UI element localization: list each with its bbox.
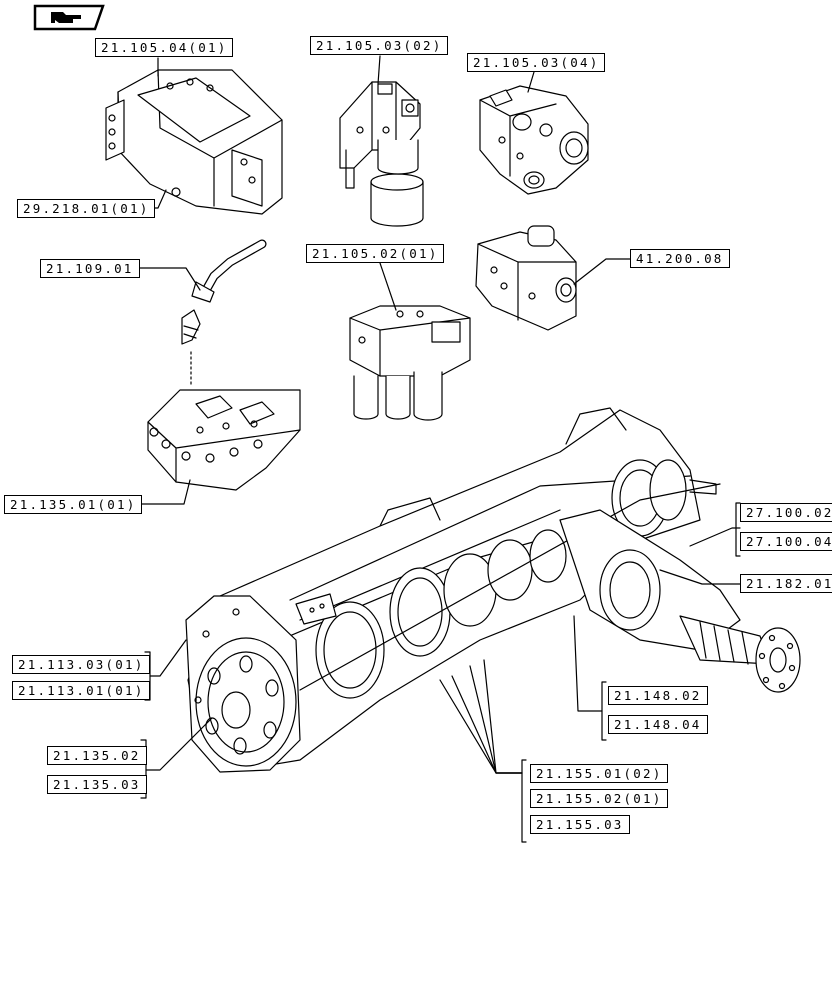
part-label-21-155-02-01[interactable]: 21.155.02(01) (530, 789, 669, 808)
part-label-21-148-02[interactable]: 21.148.02 (608, 686, 708, 705)
part-label-27-100-04[interactable]: 27.100.04 (740, 532, 832, 551)
valve-body-right (479, 85, 589, 195)
part-label-21-113-03-01[interactable]: 21.113.03(01) (12, 655, 151, 674)
hand-pointer-icon (51, 12, 81, 23)
control-valve-assembly (105, 69, 283, 215)
part-label-21-113-01-01[interactable]: 21.113.01(01) (12, 681, 151, 700)
part-label-21-148-04[interactable]: 21.148.04 (608, 715, 708, 734)
manifold-plate (147, 389, 301, 491)
part-label-27-100-02[interactable]: 27.100.02 (740, 503, 832, 522)
part-label-21-109-01[interactable]: 21.109.01 (40, 259, 140, 278)
part-label-21-105-02-01[interactable]: 21.105.02(01) (306, 244, 445, 263)
part-label-21-105-04-01[interactable]: 21.105.04(01) (95, 38, 234, 57)
valve-with-filter (339, 81, 424, 227)
part-label-21-105-03-04[interactable]: 21.105.03(04) (467, 53, 606, 72)
transmission-housing (185, 407, 801, 773)
valve-stack (349, 305, 471, 421)
pipe-fitting (181, 239, 267, 345)
part-label-21-155-01-02[interactable]: 21.155.01(02) (530, 764, 669, 783)
part-label-21-105-03-02[interactable]: 21.105.03(02) (310, 36, 449, 55)
part-label-21-182-01[interactable]: 21.182.01 (740, 574, 832, 593)
part-label-21-135-02[interactable]: 21.135.02 (47, 746, 147, 765)
part-label-21-135-03[interactable]: 21.135.03 (47, 775, 147, 794)
part-label-41-200-08[interactable]: 41.200.08 (630, 249, 730, 268)
valve-block-right (475, 225, 577, 331)
nav-button[interactable] (33, 4, 105, 31)
part-label-21-155-03[interactable]: 21.155.03 (530, 815, 630, 834)
part-label-29-218-01-01[interactable]: 29.218.01(01) (17, 199, 156, 218)
part-label-21-135-01-01[interactable]: 21.135.01(01) (4, 495, 143, 514)
